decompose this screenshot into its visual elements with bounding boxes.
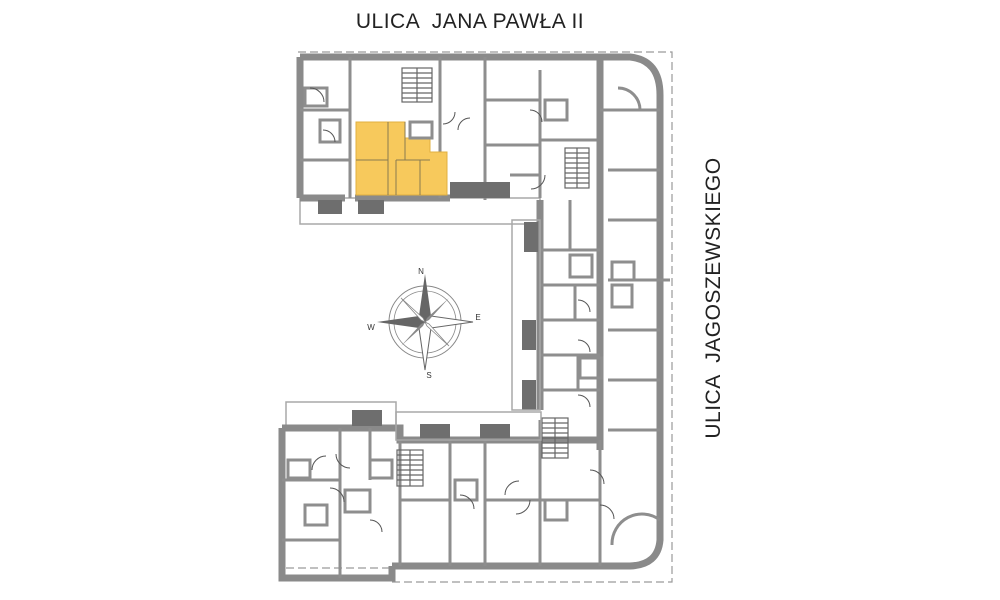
stair-right (564, 147, 590, 189)
compass-rose: N S E W (367, 267, 480, 380)
door-swings (309, 87, 615, 533)
street-label-top: ULICA JANA PAWŁA II (355, 10, 585, 33)
top-wing (296, 53, 600, 225)
right-wing (392, 53, 670, 570)
compass-north: N (418, 267, 424, 276)
stair-top (401, 67, 433, 103)
site-boundary (282, 51, 673, 583)
stair-bottom-left (396, 449, 424, 487)
compass-south: S (426, 371, 431, 380)
bottom-wing (278, 401, 602, 582)
compass-west: W (367, 323, 375, 332)
stair-bottom-right (541, 417, 569, 459)
compass-east: E (475, 313, 480, 322)
